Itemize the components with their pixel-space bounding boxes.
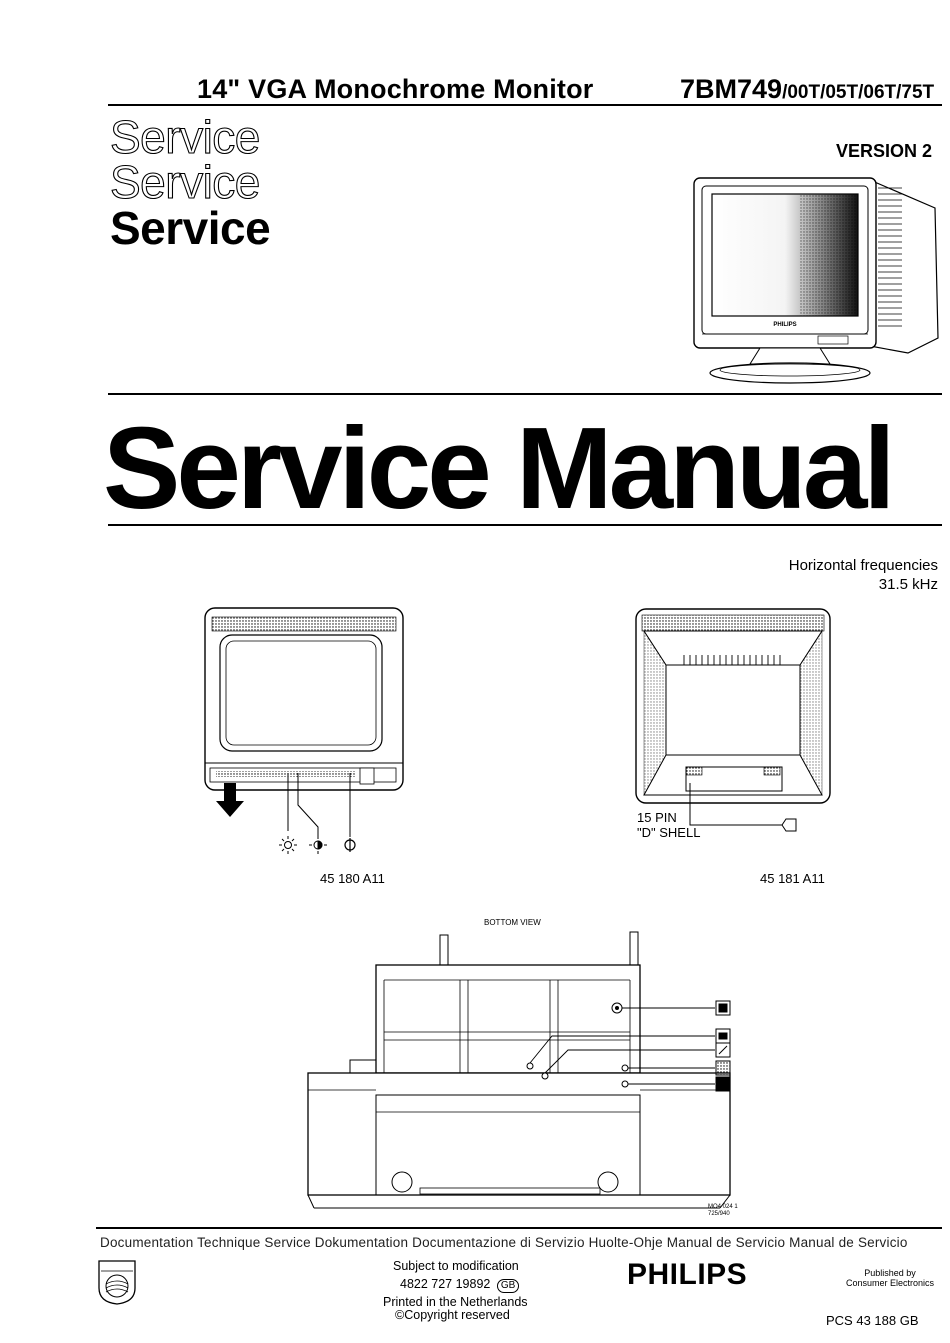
bottom-view-ref: MO4 024 1 [708, 1204, 738, 1210]
model-main: 7BM749 [680, 74, 783, 104]
service-solid: Service [110, 202, 271, 254]
pcs-code: PCS 43 188 GB [826, 1313, 919, 1328]
rear-view-drawing [635, 608, 831, 832]
hfreq-value: 31.5 kHz [878, 576, 938, 593]
footer-languages: Documentation Technique Service Dokument… [100, 1235, 908, 1250]
footer-rule [96, 1227, 942, 1229]
bottom-view-drawing [307, 931, 731, 1209]
front-view-ref: 45 180 A11 [320, 871, 385, 886]
service-outline-1: Service [109, 111, 260, 163]
product-title: 14" VGA Monochrome Monitor [197, 74, 594, 104]
model-number: 7BM749/00T/05T/06T/75T [680, 74, 934, 105]
philips-shield-logo [98, 1260, 136, 1305]
contrast-icon [309, 836, 327, 854]
connector-label-1: 15 PIN [637, 810, 677, 825]
published-by: Published by Consumer Electronics [846, 1268, 934, 1288]
document-code-number: 4822 727 19892 [400, 1277, 491, 1291]
brightness-icon [279, 836, 297, 854]
publisher-name: Consumer Electronics [846, 1278, 935, 1288]
subject-to-modification: Subject to modification [393, 1259, 519, 1273]
front-view-drawing [204, 607, 404, 854]
monitor-brand: PHILIPS [773, 322, 796, 328]
document-code: 4822 727 19892 GB [400, 1276, 520, 1293]
published-by-label: Published by [864, 1268, 916, 1278]
printed-in: Printed in the Netherlands [383, 1295, 528, 1309]
model-suffix: /00T/05T/06T/75T [782, 82, 935, 103]
bottom-view-ref2: 725/940 [708, 1211, 730, 1217]
philips-brand: PHILIPS [627, 1258, 748, 1291]
hfreq-label: Horizontal frequencies [788, 557, 938, 574]
country-badge: GB [496, 1279, 520, 1293]
copyright: ©Copyright reserved [395, 1308, 510, 1322]
connector-label-2: "D" SHELL [637, 825, 701, 840]
bottom-view-label: BOTTOM VIEW [484, 918, 541, 927]
version-label: VERSION 2 [836, 141, 933, 161]
rear-view-ref: 45 181 A11 [760, 871, 825, 886]
title-rule-top [108, 393, 942, 395]
power-icon [344, 838, 356, 852]
title-rule-bottom [108, 524, 942, 526]
service-outline-2: Service [109, 156, 260, 208]
header-rule [108, 104, 942, 106]
monitor-illustration: PHILIPS [693, 177, 939, 384]
horizontal-frequencies: Horizontal frequencies 31.5 kHz [789, 556, 938, 594]
main-title: Service Manual [103, 403, 896, 533]
